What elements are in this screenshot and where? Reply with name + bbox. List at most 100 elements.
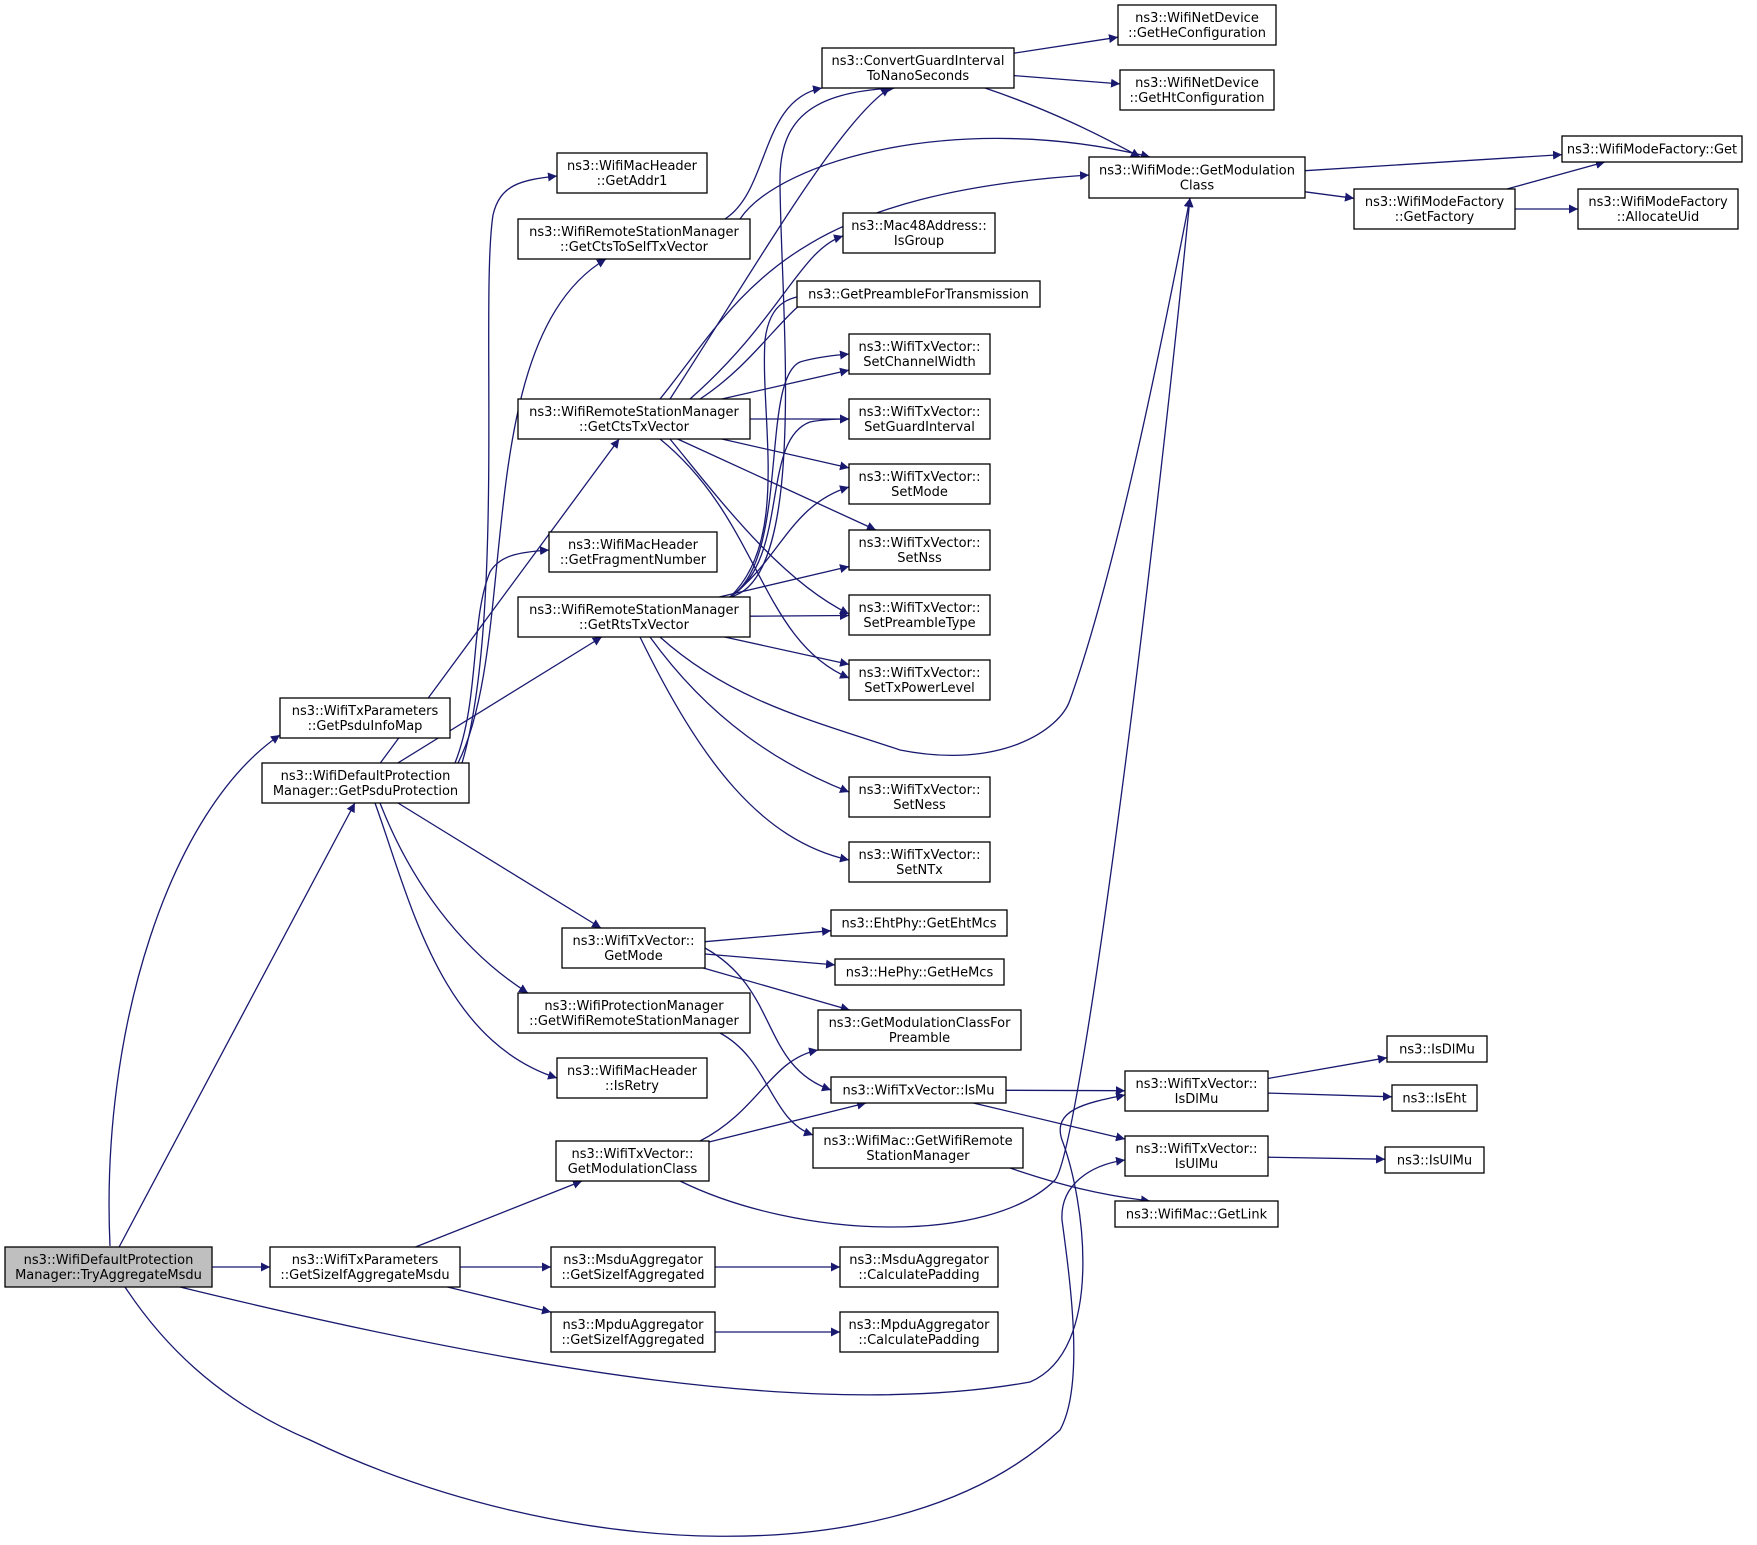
node-getctstoself[interactable]: ns3::WifiRemoteStationManager::GetCtsToS… [517, 218, 751, 260]
edge-arrow [397, 636, 603, 764]
node-box [517, 596, 751, 638]
edge-arrow [447, 1286, 552, 1315]
node-iseht[interactable]: ns3::IsEht [1391, 1084, 1478, 1112]
node-box [842, 212, 996, 254]
node-box [517, 218, 751, 260]
node-mac_getwifirsm[interactable]: ns3::WifiMac::GetWifiRemoteStationManage… [812, 1127, 1024, 1169]
node-getfragnum[interactable]: ns3::WifiMacHeader::GetFragmentNumber [548, 531, 718, 573]
edge-arrow [729, 414, 850, 598]
node-label: ::GetAddr1 [597, 174, 668, 189]
edge-getrtstx-to-getpreamble [729, 290, 821, 598]
node-box [848, 659, 991, 701]
node-label: ns3::MsduAggregator [563, 1253, 703, 1268]
edge-arrow [639, 636, 850, 863]
node-box [1577, 188, 1739, 230]
edge-arrow [699, 1047, 819, 1142]
node-getctstx[interactable]: ns3::WifiRemoteStationManager::GetCtsTxV… [517, 398, 751, 440]
edge-arrow [1267, 1092, 1393, 1102]
edge-getpsduprotection-to-getmode [397, 802, 602, 929]
edge-arrow [1013, 34, 1119, 54]
node-setnss[interactable]: ns3::WifiTxVector::SetNss [848, 529, 991, 571]
node-label: ns3::WifiTxVector:: [858, 470, 980, 485]
node-label: ns3::ConvertGuardInterval [832, 54, 1005, 69]
node-box [550, 1246, 716, 1288]
node-box [261, 762, 470, 804]
node-getwifirsm[interactable]: ns3::WifiProtectionManager::GetWifiRemot… [517, 992, 751, 1034]
node-getehtmcs[interactable]: ns3::EhtPhy::GetEhtMcs [830, 909, 1008, 937]
node-setmode[interactable]: ns3::WifiTxVector::SetMode [848, 463, 991, 505]
node-isgroup[interactable]: ns3::Mac48Address::IsGroup [842, 212, 996, 254]
edge-arrow [1009, 1167, 1151, 1205]
node-mpdu_pad[interactable]: ns3::MpduAggregator::CalculatePadding [839, 1311, 999, 1353]
edge-getrtstx-to-setchwidth [729, 350, 850, 598]
node-label: ns3::MpduAggregator [562, 1318, 704, 1333]
edge-arrow [457, 258, 607, 764]
node-msdu_pad[interactable]: ns3::MsduAggregator::CalculatePadding [839, 1246, 999, 1288]
node-isulmu_tx[interactable]: ns3::WifiTxVector::IsUlMu [1124, 1135, 1269, 1177]
node-setness[interactable]: ns3::WifiTxVector::SetNess [848, 776, 991, 818]
node-getpsduprotection[interactable]: ns3::WifiDefaultProtectionManager::GetPs… [261, 762, 470, 804]
edge-getmode-to-getmodclassforpre [703, 967, 850, 1012]
node-getfactory[interactable]: ns3::WifiModeFactory::GetFactory [1353, 188, 1516, 230]
node-label: StationManager [866, 1149, 970, 1164]
node-label: ::AllocateUid [1617, 210, 1699, 225]
node-getmodclass[interactable]: ns3::WifiMode::GetModulationClass [1088, 156, 1306, 199]
edge-getctstx-to-setpreamble [669, 438, 850, 615]
node-getpreamble[interactable]: ns3::GetPreambleForTransmission [796, 280, 1041, 308]
node-label: SetNTx [896, 863, 943, 878]
node-getaddr1[interactable]: ns3::WifiMacHeader::GetAddr1 [556, 152, 708, 194]
node-box [848, 398, 991, 440]
edge-getmode-to-gethemcs [704, 953, 836, 969]
edge-isdlmu_tx-to-iseht [1267, 1092, 1393, 1102]
node-getpsduinfomap[interactable]: ns3::WifiTxParameters::GetPsduInfoMap [279, 697, 451, 739]
edge-getctstoself-to-convertgi [724, 85, 823, 220]
node-msdu_getsize[interactable]: ns3::MsduAggregator::GetSizeIfAggregated [550, 1246, 716, 1288]
node-isdlmu[interactable]: ns3::IsDlMu [1386, 1035, 1488, 1063]
node-isdlmu_tx[interactable]: ns3::WifiTxVector::IsDlMu [1124, 1070, 1269, 1112]
node-gethemcs[interactable]: ns3::HePhy::GetHeMcs [834, 958, 1005, 986]
node-isretry[interactable]: ns3::WifiMacHeader::IsRetry [556, 1057, 708, 1099]
node-getmodclass_tx[interactable]: ns3::WifiTxVector::GetModulationClass [555, 1140, 710, 1182]
node-label: ns3::WifiModeFactory [1588, 195, 1728, 210]
node-label: ns3::WifiTxParameters [292, 704, 439, 719]
node-setchwidth[interactable]: ns3::WifiTxVector::SetChannelWidth [848, 333, 991, 375]
edge-root-to-isulmu_tx [124, 1156, 1126, 1537]
edge-arrow [1267, 1054, 1388, 1080]
node-label: SetChannelWidth [863, 355, 976, 370]
edge-getsizeifaggmsdu-to-getmodclass_tx [415, 1180, 583, 1248]
node-isulmu[interactable]: ns3::IsUlMu [1384, 1146, 1485, 1174]
node-mpdu_getsize[interactable]: ns3::MpduAggregator::GetSizeIfAggregated [550, 1311, 716, 1353]
node-setpreamble[interactable]: ns3::WifiTxVector::SetPreambleType [848, 594, 991, 636]
node-box [830, 909, 1008, 937]
edge-arrow [1013, 74, 1121, 88]
edge-root-to-getpsduprotection [118, 802, 356, 1248]
node-settxpower[interactable]: ns3::WifiTxVector::SetTxPowerLevel [848, 659, 991, 701]
node-root[interactable]: ns3::WifiDefaultProtectionManager::TryAg… [4, 1246, 213, 1288]
edge-arrow [659, 171, 1090, 400]
node-getlink[interactable]: ns3::WifiMac::GetLink [1114, 1200, 1279, 1228]
node-label: ns3::WifiMac::GetLink [1126, 1208, 1268, 1223]
edge-getrtstx-to-setmode [729, 485, 850, 598]
node-getheconf[interactable]: ns3::WifiNetDevice::GetHeConfiguration [1117, 4, 1277, 46]
node-gethtconf[interactable]: ns3::WifiNetDevice::GetHtConfiguration [1119, 69, 1275, 111]
node-label: ::CalculatePadding [858, 1268, 979, 1283]
node-getrtstx[interactable]: ns3::WifiRemoteStationManager::GetRtsTxV… [517, 596, 751, 638]
node-label: ns3::WifiTxVector:: [858, 848, 980, 863]
node-label: ns3::GetPreambleForTransmission [808, 288, 1029, 303]
node-getmode[interactable]: ns3::WifiTxVector::GetMode [561, 927, 706, 969]
node-factory_get[interactable]: ns3::WifiModeFactory::Get [1561, 135, 1743, 163]
node-setgi[interactable]: ns3::WifiTxVector::SetGuardInterval [848, 398, 991, 440]
node-allocuid[interactable]: ns3::WifiModeFactory::AllocateUid [1577, 188, 1739, 230]
node-box [848, 594, 991, 636]
node-setntx[interactable]: ns3::WifiTxVector::SetNTx [848, 841, 991, 883]
node-ismu[interactable]: ns3::WifiTxVector::IsMu [830, 1076, 1007, 1104]
node-getsizeifaggmsdu[interactable]: ns3::WifiTxParameters::GetSizeIfAggregat… [269, 1246, 461, 1288]
node-box [848, 841, 991, 883]
node-label: IsDlMu [1175, 1092, 1219, 1107]
node-box [839, 1246, 999, 1288]
node-box [1391, 1084, 1478, 1112]
node-label: ::GetSizeIfAggregated [561, 1333, 704, 1348]
